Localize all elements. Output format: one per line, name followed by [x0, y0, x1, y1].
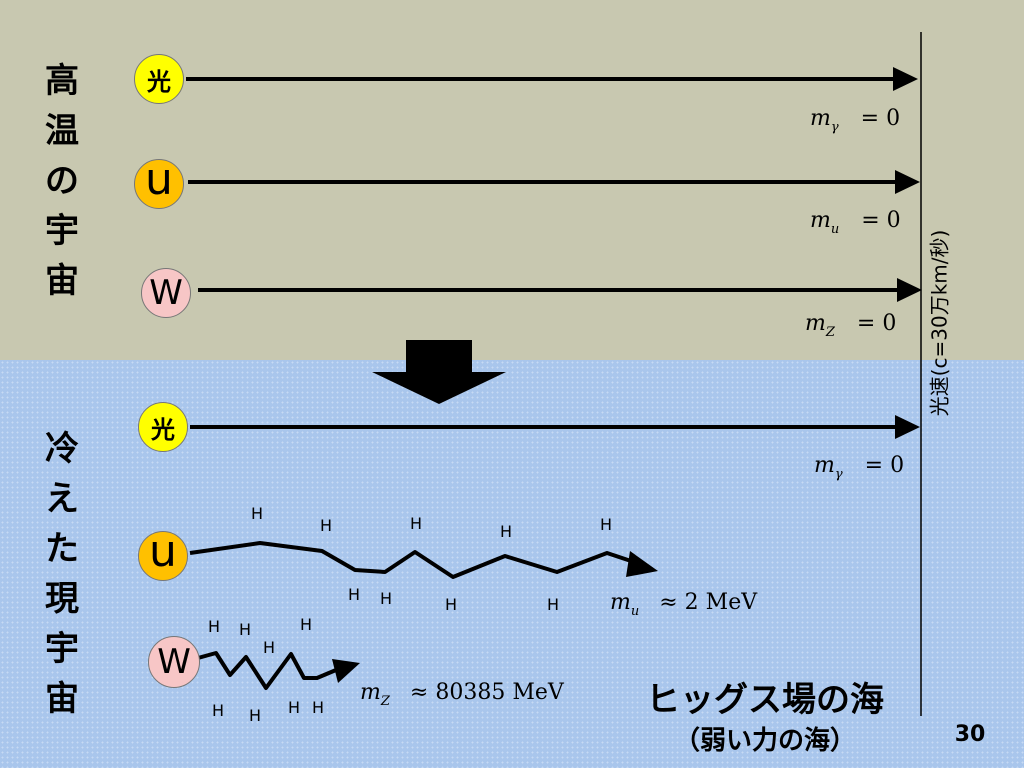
photon-cold-circle: 光	[138, 402, 188, 452]
u-quark-cold-circle: u	[138, 530, 188, 581]
hot-title-char: の	[45, 161, 79, 201]
w-cold-zigzag-path	[197, 651, 337, 690]
cold-title-char: 冷	[45, 429, 79, 469]
u-cold-arrowhead	[626, 551, 658, 577]
higgs-label: H	[249, 706, 261, 725]
higgs-label: H	[547, 595, 559, 614]
formula-cold-u: mu≈ 2 MeV	[610, 590, 758, 619]
hot-title-char: 高	[45, 61, 79, 101]
u-hot-arrowhead	[895, 170, 920, 194]
photon-cold-arrowhead	[895, 415, 920, 439]
higgs-label: H	[500, 522, 512, 541]
formula-cold-w: mZ≈ 80385 MeV	[360, 680, 565, 709]
photon-hot-arrowhead	[893, 67, 918, 91]
formula-hot-u: mu= 0	[810, 208, 901, 237]
cold-title-char: 宇	[45, 629, 79, 669]
w-hot-arrowhead	[897, 278, 922, 302]
higgs-label: H	[239, 620, 251, 639]
higgs-label: H	[600, 515, 612, 534]
higgs-label: H	[380, 589, 392, 608]
hot-title-char: 宙	[45, 261, 79, 301]
higgs-label: H	[320, 516, 332, 535]
current-universe-title: 冷 え た 現 宇 宙	[40, 424, 84, 724]
hot-universe-title: 高 温 の 宇 宙	[40, 56, 84, 306]
hot-title-char: 温	[45, 111, 79, 151]
photon-hot-circle: 光	[134, 54, 184, 104]
speed-of-light-label: 光速(c=30万km/秒)	[916, 218, 960, 428]
speed-of-light-text: 光速(c=30万km/秒)	[927, 229, 952, 417]
higgs-label: H	[212, 701, 224, 720]
higgs-label: H	[251, 504, 263, 523]
cold-title-char: 現	[45, 579, 79, 619]
higgs-field-sea-label: ヒッグス場の海	[646, 680, 884, 720]
higgs-label: H	[348, 585, 360, 604]
w-boson-cold-circle: W	[148, 636, 200, 688]
higgs-label: H	[445, 595, 457, 614]
formula-hot-w: mZ= 0	[805, 311, 896, 340]
cold-title-char: 宙	[45, 679, 79, 719]
transition-arrow	[372, 340, 506, 404]
higgs-label: H	[312, 698, 324, 717]
higgs-label: H	[288, 698, 300, 717]
higgs-label: H	[208, 617, 220, 636]
page-number: 30	[954, 722, 986, 747]
cold-title-char: え	[45, 479, 79, 519]
u-quark-hot-circle: u	[134, 158, 184, 209]
w-higgs-labels: H H H H H H H H	[208, 615, 324, 725]
hot-title-char: 宇	[45, 211, 79, 251]
formula-cold-photon: mγ= 0	[814, 453, 904, 482]
higgs-label: H	[300, 615, 312, 634]
u-higgs-labels: H H H H H H H H H	[251, 504, 612, 614]
cold-title-char: た	[45, 529, 79, 569]
higgs-label: H	[410, 514, 422, 533]
w-boson-hot-circle: W	[141, 268, 191, 318]
weak-force-sea-label: （弱い力の海）	[673, 726, 856, 756]
u-cold-zigzag-path	[189, 541, 635, 579]
formula-hot-photon: mγ= 0	[810, 106, 900, 135]
w-cold-arrowhead	[332, 659, 360, 683]
higgs-label: H	[263, 638, 275, 657]
